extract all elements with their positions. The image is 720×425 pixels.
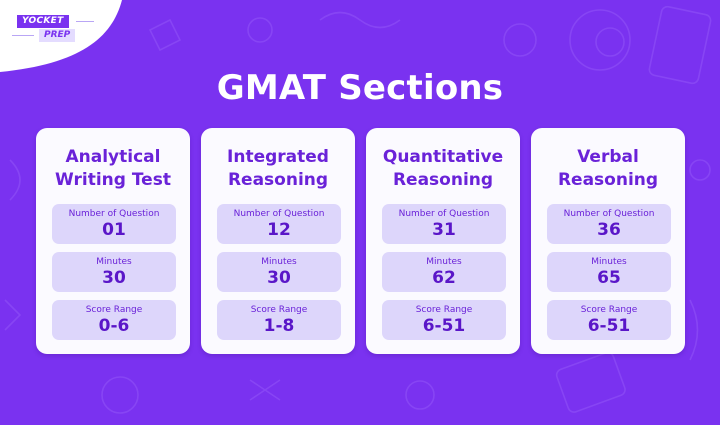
stat-label: Minutes <box>96 257 132 267</box>
stat-value: 65 <box>597 268 621 288</box>
logo-text-prep: PREP <box>39 29 76 42</box>
section-card-analytical-writing: Analytical Writing Test Number of Questi… <box>36 128 190 354</box>
stat-score-range: Score Range 0-6 <box>52 300 176 340</box>
stat-value: 6-51 <box>422 316 466 336</box>
stat-label: Number of Question <box>398 209 490 219</box>
stat-minutes: Minutes 65 <box>547 252 671 292</box>
stat-value: 30 <box>102 268 126 288</box>
section-title-line: Writing Test <box>55 170 171 190</box>
section-title-line: Reasoning <box>392 170 494 190</box>
stat-score-range: Score Range 6-51 <box>382 300 506 340</box>
stat-minutes: Minutes 30 <box>217 252 341 292</box>
stat-value: 12 <box>267 220 291 240</box>
page-title: GMAT Sections <box>216 68 504 108</box>
logo-dash <box>12 35 34 36</box>
stat-questions: Number of Question 36 <box>547 204 671 244</box>
logo-text-yocket: YOCKET <box>17 15 69 28</box>
stat-label: Score Range <box>580 305 638 315</box>
stat-score-range: Score Range 1-8 <box>217 300 341 340</box>
stat-label: Number of Question <box>68 209 160 219</box>
section-title: Quantitative Reasoning <box>366 146 520 192</box>
stat-value: 01 <box>102 220 126 240</box>
stat-questions: Number of Question 31 <box>382 204 506 244</box>
yocket-prep-logo: YOCKET PREP <box>12 12 94 48</box>
stat-value: 62 <box>432 268 456 288</box>
section-title: Verbal Reasoning <box>531 146 685 192</box>
section-title-line: Quantitative <box>382 147 504 167</box>
stat-label: Score Range <box>85 305 143 315</box>
section-title-line: Integrated <box>227 147 329 167</box>
logo-dash <box>76 21 94 22</box>
section-title-line: Reasoning <box>557 170 659 190</box>
stat-label: Minutes <box>591 257 627 267</box>
stat-value: 6-51 <box>587 316 631 336</box>
stat-label: Score Range <box>250 305 308 315</box>
section-title: Analytical Writing Test <box>36 146 190 192</box>
stat-label: Minutes <box>426 257 462 267</box>
stat-questions: Number of Question 01 <box>52 204 176 244</box>
stat-value: 0-6 <box>98 316 130 336</box>
section-title-line: Verbal <box>577 147 639 167</box>
stat-value: 30 <box>267 268 291 288</box>
stat-label: Number of Question <box>563 209 655 219</box>
section-title-line: Analytical <box>65 147 161 167</box>
section-card-integrated-reasoning: Integrated Reasoning Number of Question … <box>201 128 355 354</box>
stat-value: 1-8 <box>263 316 295 336</box>
section-card-quantitative-reasoning: Quantitative Reasoning Number of Questio… <box>366 128 520 354</box>
stat-minutes: Minutes 30 <box>52 252 176 292</box>
section-title-line: Reasoning <box>227 170 329 190</box>
section-card-verbal-reasoning: Verbal Reasoning Number of Question 36 M… <box>531 128 685 354</box>
stat-value: 31 <box>432 220 456 240</box>
section-title: Integrated Reasoning <box>201 146 355 192</box>
stat-label: Number of Question <box>233 209 325 219</box>
stat-minutes: Minutes 62 <box>382 252 506 292</box>
stat-score-range: Score Range 6-51 <box>547 300 671 340</box>
stat-label: Score Range <box>415 305 473 315</box>
stat-value: 36 <box>597 220 621 240</box>
stat-label: Minutes <box>261 257 297 267</box>
stat-questions: Number of Question 12 <box>217 204 341 244</box>
